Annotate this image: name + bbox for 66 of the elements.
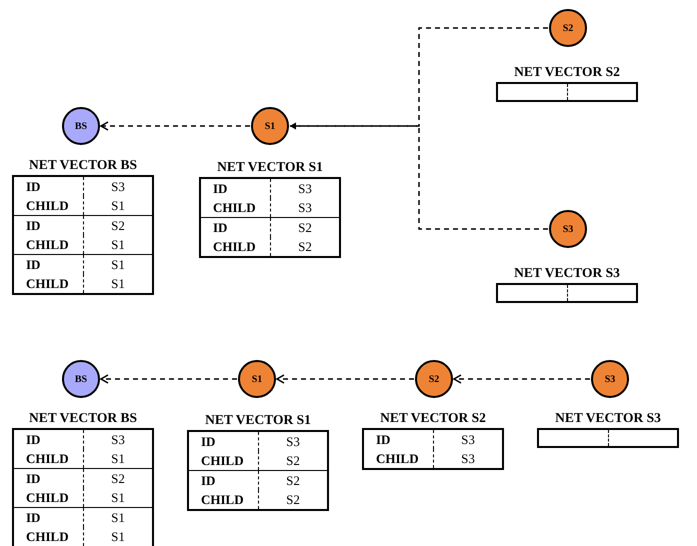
row-label: ID <box>212 219 228 237</box>
dashed-arrow <box>290 122 548 230</box>
sensor-node-circle: BS <box>62 107 100 145</box>
sensor-node-circle: S3 <box>591 360 629 398</box>
sensor-node-circle: S1 <box>251 107 289 145</box>
table-heading: NET VECTOR S3 <box>554 410 662 426</box>
cell-value: S1 <box>83 488 152 507</box>
table-heading: NET VECTOR BS <box>28 157 138 173</box>
cell-value: S1 <box>83 196 152 215</box>
cell-value: S2 <box>83 469 152 488</box>
row-label: CHILD <box>25 236 70 254</box>
cell-value: S2 <box>270 218 339 237</box>
row-label: ID <box>200 472 216 490</box>
dashed-arrow <box>100 121 250 131</box>
row-label: ID <box>200 433 216 451</box>
sensor-node-circle: BS <box>62 360 100 398</box>
cell-value: S3 <box>258 432 327 451</box>
table-heading: NET VECTOR S3 <box>513 265 621 281</box>
cell-value: S1 <box>83 235 152 254</box>
table-heading: NET VECTOR S2 <box>379 410 487 426</box>
row-label: ID <box>25 470 42 488</box>
dashed-arrow <box>453 374 590 384</box>
row-label: ID <box>25 217 42 235</box>
sensor-node-circle: S3 <box>549 210 587 248</box>
cell-value: S2 <box>258 451 327 470</box>
row-label: ID <box>375 431 392 449</box>
row-label: CHILD <box>25 275 70 293</box>
table-heading: NET VECTOR S1 <box>216 159 324 175</box>
table-heading: NET VECTOR BS <box>28 410 138 426</box>
sensor-node-circle: S2 <box>415 360 453 398</box>
dashed-arrow <box>276 374 414 384</box>
cell-value: S1 <box>83 274 152 293</box>
row-label: ID <box>25 509 42 527</box>
row-label: CHILD <box>375 450 420 468</box>
sensor-node-circle: S1 <box>238 360 276 398</box>
cell-value: S3 <box>83 177 152 196</box>
row-label: ID <box>25 431 42 449</box>
row-label: ID <box>25 256 42 274</box>
cell-value: S1 <box>83 508 152 527</box>
cell-value: S3 <box>270 198 339 217</box>
row-label: CHILD <box>200 491 245 509</box>
dashed-arrow <box>100 374 237 384</box>
cell-value: S1 <box>83 449 152 468</box>
row-label: CHILD <box>25 528 70 546</box>
cell-value: S3 <box>433 430 502 449</box>
cell-value: S1 <box>83 255 152 274</box>
table-heading: NET VECTOR S2 <box>513 64 621 80</box>
row-label: CHILD <box>25 489 70 507</box>
row-label: ID <box>212 180 228 198</box>
cell-value: S2 <box>258 490 327 509</box>
dashed-arrow <box>290 27 548 130</box>
row-label: CHILD <box>25 197 70 215</box>
row-label: CHILD <box>212 199 257 217</box>
row-label: CHILD <box>25 450 70 468</box>
cell-value: S2 <box>258 471 327 490</box>
sensor-node-circle: S2 <box>549 9 587 47</box>
row-label: CHILD <box>212 238 257 256</box>
cell-value: S2 <box>83 216 152 235</box>
cell-value: S2 <box>270 237 339 256</box>
table-heading: NET VECTOR S1 <box>204 412 312 428</box>
cell-value: S3 <box>83 430 152 449</box>
cell-value: S3 <box>270 179 339 198</box>
cell-value: S1 <box>83 527 152 546</box>
row-label: ID <box>25 178 42 196</box>
row-label: CHILD <box>200 452 245 470</box>
cell-value: S3 <box>433 449 502 468</box>
